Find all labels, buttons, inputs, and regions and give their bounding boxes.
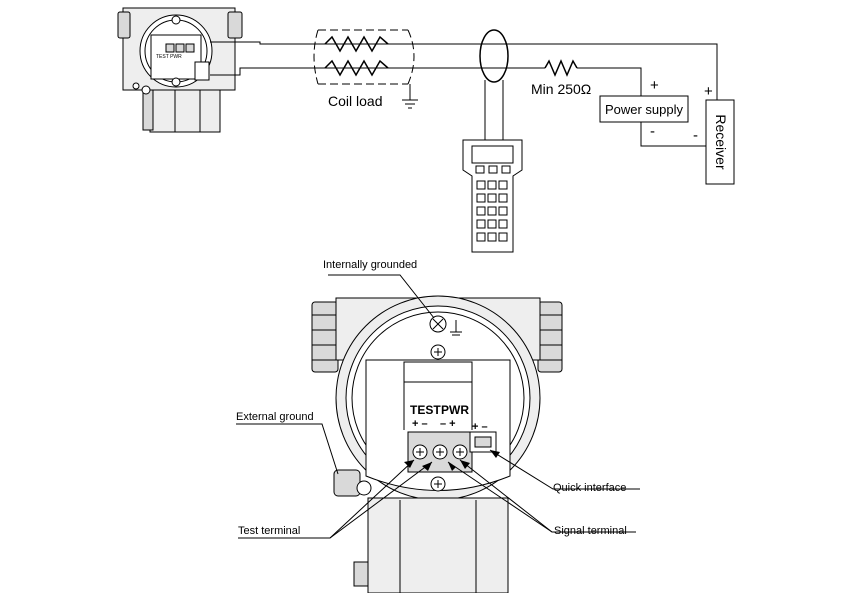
external-ground-label: External ground	[236, 411, 314, 423]
internally-grounded-label: Internally grounded	[323, 259, 417, 271]
quick-polarity: + –	[472, 421, 488, 433]
svg-text:TEST PWR: TEST PWR	[156, 54, 182, 60]
receiver: Receiver + -	[693, 83, 735, 185]
keypad-key	[498, 232, 508, 242]
callout-leaders	[236, 274, 640, 539]
transmitter-small: TEST PWR	[117, 7, 243, 133]
quick-interface-label: Quick interface	[553, 482, 626, 494]
power-supply-label: Power supply	[605, 102, 684, 117]
pwr-polarity: – +	[440, 418, 456, 430]
keypad-key	[487, 193, 497, 203]
pwr-label: PWR	[441, 403, 469, 417]
test-label: TEST	[410, 403, 441, 417]
keypad-key	[487, 232, 497, 242]
coil-upper	[324, 35, 389, 53]
test-polarity: + –	[412, 418, 428, 430]
keypad-key	[487, 219, 497, 229]
keypad-key	[476, 219, 486, 229]
transmitter-large	[311, 295, 563, 593]
keypad-key	[476, 206, 486, 216]
receiver-plus: +	[704, 83, 713, 100]
keypad-key	[498, 180, 508, 190]
power-supply-minus: -	[650, 123, 655, 140]
coil-lower	[324, 59, 389, 77]
signal-terminal-label: Signal terminal	[554, 525, 627, 537]
keypad-key	[476, 193, 486, 203]
top-wires	[210, 29, 718, 147]
power-supply-plus: +	[650, 77, 659, 94]
resistor	[544, 59, 578, 77]
keypad-key	[498, 193, 508, 203]
keypad-key	[498, 219, 508, 229]
coil-load-label: Coil load	[328, 93, 382, 109]
power-supply: Power supply + -	[599, 77, 689, 140]
resistor-label: Min 250Ω	[531, 81, 591, 97]
receiver-label: Receiver	[713, 114, 729, 170]
keypad-key	[476, 180, 486, 190]
keypad-key	[487, 180, 497, 190]
keypad-key	[498, 206, 508, 216]
receiver-minus: -	[693, 127, 698, 144]
test-terminal-label: Test terminal	[238, 525, 300, 537]
hart-communicator	[462, 29, 523, 253]
keypad-key	[476, 232, 486, 242]
keypad-key	[487, 206, 497, 216]
